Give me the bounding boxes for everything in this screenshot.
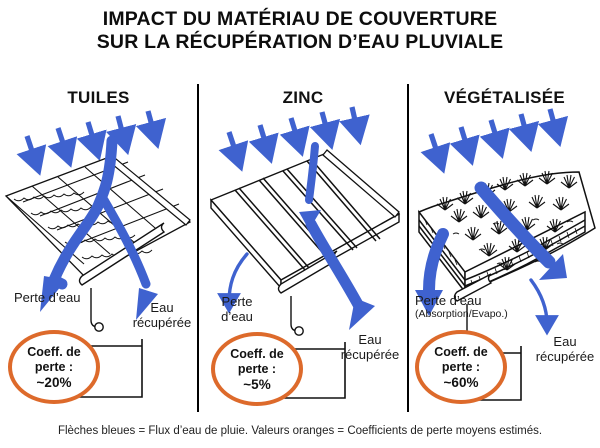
panel-heading-vegetalisee: VÉGÉTALISÉE [443, 88, 566, 107]
title-line-2: SUR LA RÉCUPÉRATION D’EAU PLUVIALE [96, 31, 504, 53]
loss-label-tuiles: Perte d’eau [14, 290, 81, 305]
coef-value-tuiles: ~20% [36, 374, 72, 390]
collected-arrow-vegetalisee [529, 278, 559, 336]
coef-line1-zinc: Coeff. de [230, 346, 284, 361]
panel-zinc: ZINC [199, 84, 407, 414]
coefficient-badge-zinc: Coeff. de perte : ~5% [211, 332, 303, 406]
title-line-1: IMPACT DU MATÉRIAU DE COUVERTURE [102, 8, 498, 30]
collected-label-zinc: Eau récupérée [340, 332, 400, 362]
panel-heading-zinc: ZINC [282, 88, 324, 107]
water-flow-tuiles [48, 135, 151, 289]
flow-arrowhead-zinc [299, 210, 321, 230]
coef-line2-vegetalisee: perte : [441, 359, 481, 374]
footer-legend: Flèches bleues = Flux d’eau de pluie. Va… [57, 425, 543, 437]
loss-arrow-shaft-tuiles [48, 274, 68, 290]
panel-tuiles: TUILES [0, 84, 197, 414]
collected-label-vegetalisee: Eau récupérée [535, 334, 595, 364]
coef-line1-tuiles: Coeff. de [27, 344, 81, 359]
collected-label-tuiles: Eau récupérée [132, 300, 192, 330]
panel-vegetalisee: VÉGÉTALISÉE [409, 84, 600, 414]
green-vegetated-roof-icon [415, 108, 596, 401]
collected-arrowhead-tuiles [136, 288, 158, 320]
loss-label-zinc: Perte d’eau [221, 294, 253, 324]
clay-tile-roof-icon [4, 110, 192, 398]
coef-line2-tuiles: perte : [34, 359, 74, 374]
coefficient-badge-vegetalisee: Coeff. de perte : ~60% [415, 330, 507, 404]
coef-line1-vegetalisee: Coeff. de [434, 344, 488, 359]
zinc-ridge [322, 149, 400, 218]
loss-arrow-zinc [217, 252, 249, 314]
coefficient-badge-tuiles: Coeff. de perte : ~20% [8, 330, 100, 404]
rain-arrows-zinc [218, 106, 370, 172]
coef-line2-zinc: perte : [237, 361, 277, 376]
runoff-flow-vegetalisee [474, 181, 556, 269]
runoff-arrowhead-vegetalisee [539, 254, 567, 280]
loss-label-vegetalisee: Perte d’eau (Absorption/Evapo.) [415, 278, 508, 335]
rain-arrows-tuiles [16, 110, 167, 176]
coef-value-vegetalisee: ~60% [443, 374, 479, 390]
coef-value-zinc: ~5% [243, 376, 271, 392]
gutter-downspout-tuiles [78, 222, 166, 332]
rain-arrows-vegetalisee [420, 108, 569, 174]
panel-divider-right [407, 84, 409, 412]
page-title: IMPACT DU MATÉRIAU DE COUVERTURE SUR LA … [0, 8, 600, 54]
loss-label-sub-vegetalisee: (Absorption/Evapo.) [415, 308, 508, 320]
loss-label-main-vegetalisee: Perte d’eau [415, 293, 482, 308]
loss-arrowhead-vegetalisee [415, 290, 443, 316]
collected-arrowhead-zinc [349, 298, 375, 330]
loss-flow-vegetalisee [423, 228, 449, 296]
panel-heading-tuiles: TUILES [67, 88, 130, 107]
panel-divider-left [197, 84, 199, 412]
